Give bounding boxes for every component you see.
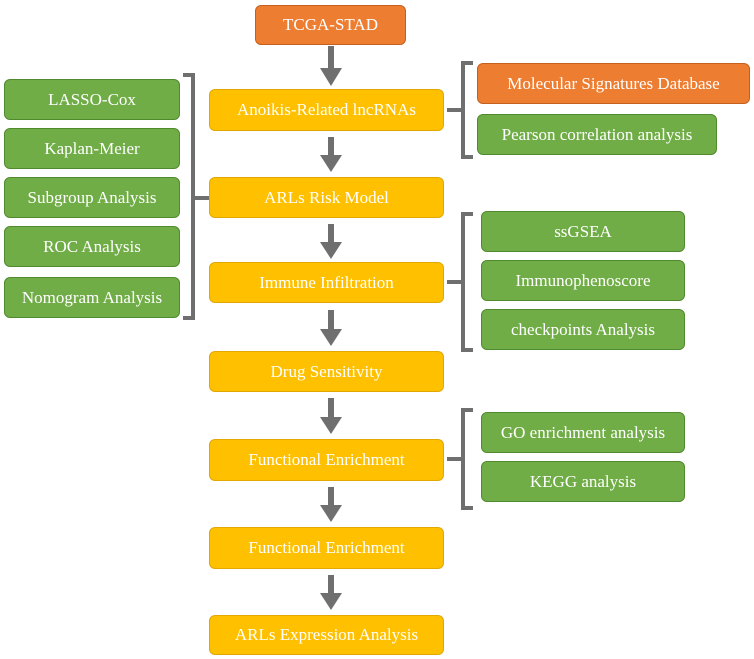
node-nomogram-analysis: Nomogram Analysis bbox=[4, 277, 180, 318]
arrow-source-to-lncrnas bbox=[320, 46, 342, 86]
node-ssgsea: ssGSEA bbox=[481, 211, 685, 252]
node-roc-analysis: ROC Analysis bbox=[4, 226, 180, 267]
lncrna-bracket bbox=[447, 61, 473, 159]
node-functional-enrichment-2: Functional Enrichment bbox=[209, 527, 444, 569]
node-functional-enrichment-1: Functional Enrichment bbox=[209, 439, 444, 481]
node-molecular-signatures-database: Molecular Signatures Database bbox=[477, 63, 750, 104]
node-checkpoints-analysis: checkpoints Analysis bbox=[481, 309, 685, 350]
node-immunophenoscore: Immunophenoscore bbox=[481, 260, 685, 301]
arrow-drug-to-enrichment bbox=[320, 398, 342, 434]
enrichment-bracket bbox=[447, 408, 473, 510]
node-pearson-correlation-analysis: Pearson correlation analysis bbox=[477, 114, 717, 155]
node-arls-expression-analysis: ARLs Expression Analysis bbox=[209, 615, 444, 655]
left-bracket bbox=[183, 73, 209, 320]
immune-bracket bbox=[447, 212, 473, 352]
node-arls-risk-model: ARLs Risk Model bbox=[209, 177, 444, 218]
arrow-enrichment-to-expression bbox=[320, 575, 342, 610]
node-kegg-analysis: KEGG analysis bbox=[481, 461, 685, 502]
node-tcga-stad: TCGA-STAD bbox=[255, 5, 406, 45]
node-anoikis-related-lncrnas: Anoikis-Related lncRNAs bbox=[209, 89, 444, 131]
arrow-risk-model-to-immune bbox=[320, 224, 342, 259]
node-kaplan-meier: Kaplan-Meier bbox=[4, 128, 180, 169]
node-immune-infiltration: Immune Infiltration bbox=[209, 262, 444, 303]
node-go-enrichment-analysis: GO enrichment analysis bbox=[481, 412, 685, 453]
node-lasso-cox: LASSO-Cox bbox=[4, 79, 180, 120]
arrow-enrichment-to-enrichment bbox=[320, 487, 342, 522]
node-drug-sensitivity: Drug Sensitivity bbox=[209, 351, 444, 392]
arrow-immune-to-drug bbox=[320, 310, 342, 346]
arrow-lncrnas-to-risk-model bbox=[320, 137, 342, 172]
node-subgroup-analysis: Subgroup Analysis bbox=[4, 177, 180, 218]
